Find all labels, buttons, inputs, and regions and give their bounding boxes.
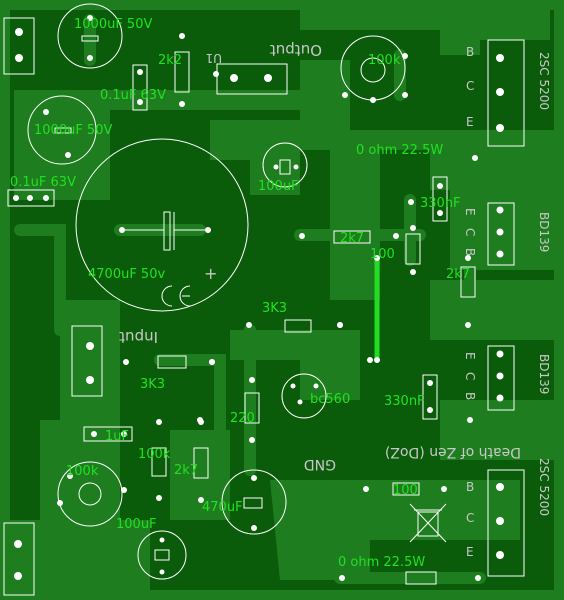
- capacitor-330nf-low: [422, 374, 438, 420]
- label-bd139-low: BD139: [537, 354, 551, 394]
- pin-b-bd-low: B: [463, 392, 477, 400]
- label-0ohm-top: 0 ohm 22.5W: [356, 143, 443, 158]
- pin-c-bd-top: C: [463, 228, 477, 236]
- label-pot-100k-top: 100k: [368, 53, 401, 68]
- resistor-2k7-right: [460, 255, 476, 328]
- capacitor-1000uf-top: [57, 3, 123, 69]
- label-r-100-low: 100: [393, 483, 418, 498]
- label-c-1uf: 1uF: [105, 429, 129, 444]
- label-c-100uf-top: 100uF: [258, 179, 299, 194]
- label-c-1000uf-top: 1000uF 50V: [74, 17, 152, 32]
- pad: [472, 155, 478, 161]
- logo-symbol: [161, 285, 191, 307]
- capacitor-01uf-left: [7, 189, 55, 207]
- label-r-100k: 100k: [138, 447, 171, 462]
- connector-power-bottom: [3, 522, 35, 596]
- label-c-1000uf-mid: 1000uF 50V: [34, 123, 112, 138]
- transistor-bd139-low: [487, 345, 515, 411]
- connector-output: [216, 63, 288, 95]
- capacitor-01uf-top: [132, 64, 148, 111]
- label-r-2k7-low: 2k7: [174, 463, 198, 478]
- label-c-100uf-low: 100uF: [116, 517, 157, 532]
- label-title: Death of Zen (DoZ): [385, 444, 521, 460]
- capacitor-4700uf: [75, 138, 249, 312]
- pin-e-bd-low: E: [463, 352, 477, 360]
- pin-b-bd-top: B: [463, 248, 477, 256]
- capacitor-470uf: [221, 469, 287, 535]
- label-r-2k7-right: 2k7: [446, 267, 470, 282]
- label-pot-100k-low: 100k: [66, 464, 99, 479]
- label-0ohm-low: 0 ohm 22.5W: [338, 555, 425, 570]
- plus-sign: +: [204, 264, 217, 283]
- capacitor-330nf-top: [432, 176, 448, 222]
- jumper-pad: [374, 255, 380, 261]
- transistor-2sc5200-top: [487, 39, 525, 147]
- pin-c-top: C: [466, 79, 474, 93]
- resistor-100-mid: [405, 225, 421, 275]
- capacitor-1uf: [83, 426, 133, 442]
- label-input: Input: [119, 328, 158, 346]
- potentiometer-100k-low: [57, 461, 127, 527]
- resistor-0ohm-low: [339, 571, 481, 585]
- label-c-470uf: 470uF: [202, 500, 243, 515]
- transistor-2sc5200-low: [487, 469, 525, 577]
- pin-c-bd-low: C: [463, 372, 477, 380]
- transistor-bc560: [281, 373, 327, 419]
- pin-e-bd-top: E: [463, 208, 477, 216]
- label-bd139-top: BD139: [537, 212, 551, 252]
- misc-pads: [27, 71, 473, 423]
- label-c-330nf-top: 330nF: [420, 196, 461, 211]
- connector-power-top: [3, 17, 35, 75]
- label-c-330nf-low: 330nF: [384, 394, 425, 409]
- capacitor-100uf-top: [262, 142, 308, 188]
- pin-e-low: E: [466, 545, 474, 559]
- pad: [408, 199, 414, 205]
- weee-bin-icon: [409, 503, 447, 543]
- label-2sc5200-top: 2SC 5200: [537, 52, 551, 110]
- resistor-2k7-mid: [299, 230, 399, 244]
- transistor-bd139-top: [487, 202, 515, 266]
- label-2sc5200-low: 2SC 5200: [537, 458, 551, 516]
- label-r-220: 220: [230, 411, 255, 426]
- resistor-100k: [151, 419, 167, 501]
- potentiometer-100k-top: [340, 35, 408, 103]
- label-r-2k7-mid: 2k7: [340, 231, 364, 246]
- label-q-bc560: bc560: [310, 392, 350, 407]
- label-r-3k3-top: 3K3: [262, 301, 287, 316]
- pin-b-top: B: [466, 45, 474, 59]
- label-c-01uf-left: 0.1uF 63V: [10, 175, 76, 190]
- connector-input: [71, 325, 103, 397]
- resistor-100-low: [363, 482, 447, 496]
- capacitor-1000uf-mid: [27, 95, 97, 165]
- label-output: Output: [270, 41, 322, 59]
- label-u1: U1: [206, 51, 222, 65]
- label-gnd: GND: [304, 456, 336, 472]
- jumper-pad: [374, 357, 380, 363]
- pin-e-top: E: [466, 115, 474, 129]
- resistor-220: [244, 377, 260, 443]
- capacitor-100uf-low: [137, 530, 187, 580]
- label-r-3k3-left: 3K3: [140, 377, 165, 392]
- label-c-4700: 4700uF 50v: [88, 267, 165, 282]
- label-r-2k2: 2k2: [158, 53, 182, 68]
- label-r-100-mid: 100: [370, 247, 395, 262]
- pin-c-low: C: [466, 511, 474, 525]
- label-c-01uf-top: 0.1uF 63V: [100, 88, 166, 103]
- pin-b-low: B: [466, 480, 474, 494]
- resistor-2k2: [174, 33, 190, 107]
